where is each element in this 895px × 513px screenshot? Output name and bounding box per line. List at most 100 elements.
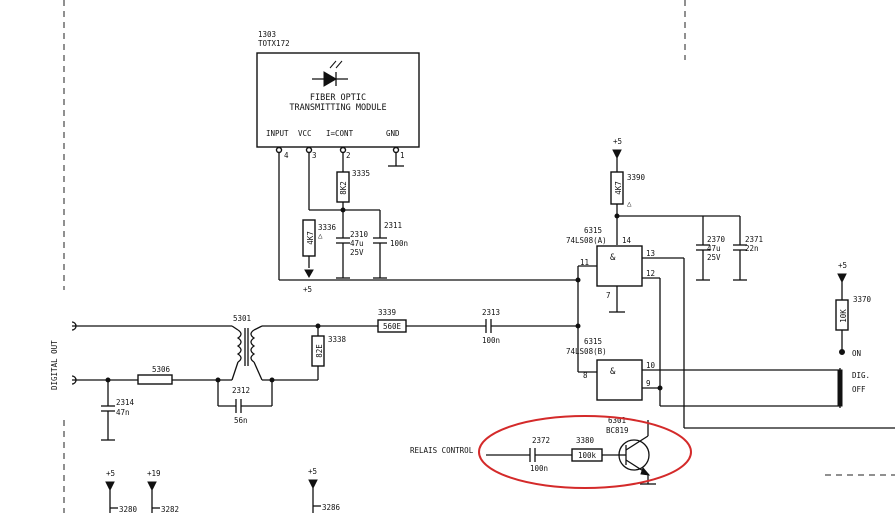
r3336-value: 4K7 [306, 231, 315, 245]
module-name-line1: FIBER OPTIC [310, 93, 366, 103]
r3370-ref: 3370 [853, 295, 872, 304]
c2310-volt: 25V [350, 248, 364, 257]
c2311-ref: 2311 [384, 221, 402, 230]
pin-label-vcc: VCC [298, 129, 312, 138]
bottom-supply-1-label: +5 [106, 469, 115, 478]
module-part: TOTX172 [258, 39, 290, 48]
gate-a-pin-out: 13 [646, 249, 655, 258]
transformer-5301: 5301 [231, 314, 263, 381]
bottom-supply-2: +19 3282 [147, 469, 179, 513]
capacitor-2371: 2371 22n [733, 216, 763, 281]
warning-icon-2: △ [627, 199, 632, 208]
c2310-ref: 2310 [350, 230, 369, 239]
r3339-value: 560E [383, 322, 402, 331]
c2313-ref: 2313 [482, 308, 500, 317]
r3280-ref: 3280 [119, 505, 138, 513]
r3338-value: 82E [315, 344, 324, 358]
transistor-bc819: 6301 BC819 [606, 416, 656, 485]
dig-switch: ON DIG. OFF [837, 349, 870, 408]
r3335-value: 8K2 [339, 181, 348, 195]
pin-2-node [339, 146, 347, 154]
gate-b-pin-out: 10 [646, 361, 656, 370]
gate-b-part: 74LS08(B) [566, 347, 607, 356]
c2370-volt: 25V [707, 253, 721, 262]
supply-plus5-right: +5 [837, 261, 847, 300]
relais-control-label: RELAIS CONTROL [410, 446, 474, 455]
c2313-value: 100n [482, 336, 500, 345]
l5306-ref: 5306 [152, 365, 171, 374]
highlight-circle [478, 415, 692, 489]
fiber-optic-module: 1303 TOTX172 FIBER OPTIC TRANSMITTING MO… [256, 30, 420, 167]
switch-dig-label: DIG. [852, 371, 870, 380]
pin-1-node [392, 146, 400, 154]
capacitor-2313: 2313 100n [482, 308, 578, 345]
c2370-value: 47u [707, 244, 721, 253]
supply-plus5-top: +5 [612, 137, 622, 172]
supply-right-label: +5 [838, 261, 847, 270]
pin-label-gnd: GND [386, 129, 400, 138]
and-gate-b: 6315 74LS08(B) & 8 10 9 [566, 337, 840, 401]
switch-on-label: ON [852, 349, 861, 358]
switch-on-contact [839, 349, 845, 355]
pin-label-input: INPUT [266, 129, 289, 138]
bottom-supply-3-label: +5 [308, 467, 317, 476]
pin-number-4: 4 [284, 151, 289, 160]
r3336-supply: +5 [303, 285, 312, 294]
module-name-line2: TRANSMITTING MODULE [289, 103, 386, 113]
gate-a-pin-in1: 11 [580, 258, 589, 267]
warning-icon: △ [318, 231, 323, 240]
capacitor-2311: 2311 100n [373, 210, 408, 279]
gate-a-pin-gnd: 7 [606, 291, 611, 300]
pin-number-1: 1 [400, 151, 405, 160]
capacitor-2314: 2314 47n [101, 380, 135, 441]
transistor-ref: 6301 [608, 416, 626, 425]
resistor-3370: 10K 3370 [835, 295, 872, 350]
t5301-ref: 5301 [233, 314, 251, 323]
pin-label-fcont: I=CONT [326, 129, 354, 138]
gate-a-pin-12: 12 [646, 269, 655, 278]
gate-a-ref: 6315 [584, 226, 602, 235]
c2371-value: 22n [745, 244, 759, 253]
c2372-ref: 2372 [532, 436, 550, 445]
gate-b-pin-in1: 8 [583, 371, 588, 380]
r3370-value: 10K [839, 309, 848, 323]
c2314-value: 47n [116, 408, 130, 417]
resistor-3338: 82E 3338 [311, 323, 347, 380]
bottom-supply-1: +5 3280 [105, 469, 138, 513]
capacitor-2370: 2370 47u 25V [696, 216, 726, 281]
pin-4-node [275, 146, 283, 154]
led-icon [312, 60, 348, 87]
resistor-3336: 4K7 3336 +5 △ [302, 219, 337, 294]
gate-a-pin-vcc: 14 [622, 236, 632, 245]
gate-a-part: 74LS08(A) [566, 236, 607, 245]
c2312-ref: 2312 [232, 386, 250, 395]
c2312-value: 56n [234, 416, 248, 425]
module-ref: 1303 [258, 30, 276, 39]
r3338-ref: 3338 [328, 335, 347, 344]
resistor-3380: 3380 100k [571, 436, 620, 462]
bottom-supply-3: +5 3286 [308, 467, 341, 513]
capacitor-2372: 2372 100n [529, 436, 572, 473]
r3380-value: 100k [578, 451, 597, 460]
gate-b-pin-9: 9 [646, 379, 651, 388]
digital-out-label: DIGITAL OUT [50, 340, 59, 390]
c2372-value: 100n [530, 464, 548, 473]
c2310-value: 47u [350, 239, 364, 248]
capacitor-2310: 2310 47u 25V [336, 230, 369, 279]
r3286-ref: 3286 [322, 503, 341, 512]
c2370-ref: 2370 [707, 235, 726, 244]
r3282-ref: 3282 [161, 505, 179, 513]
resistor-3339: 3339 560E [377, 308, 486, 333]
r3380-ref: 3380 [576, 436, 595, 445]
gate-a-symbol: & [610, 253, 616, 263]
c2311-value: 100n [390, 239, 408, 248]
r3390-ref: 3390 [627, 173, 646, 182]
c2314-ref: 2314 [116, 398, 135, 407]
pin-number-2: 2 [346, 151, 351, 160]
r3390-value: 4K7 [614, 181, 623, 195]
gate-b-ref: 6315 [584, 337, 602, 346]
supply-label: +5 [613, 137, 622, 146]
pin-number-3: 3 [312, 151, 317, 160]
gate-b-symbol: & [610, 367, 616, 377]
